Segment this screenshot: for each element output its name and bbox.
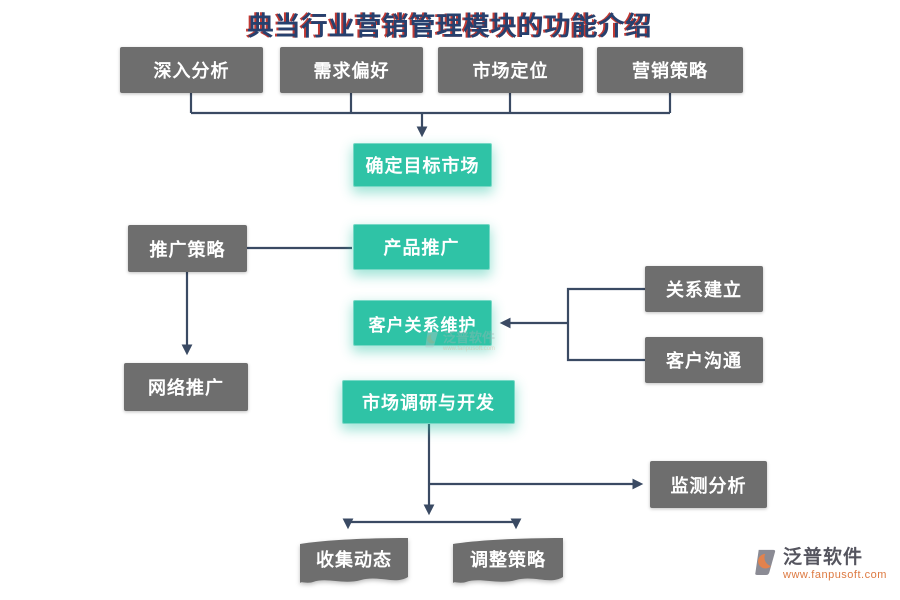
node-label: 网络推广 <box>148 378 224 398</box>
node-market-positioning: 市场定位 <box>438 47 583 93</box>
node-label: 监测分析 <box>670 475 747 496</box>
node-label: 产品推广 <box>383 238 460 258</box>
brand-text: 泛普软件 www.fanpusoft.com <box>783 548 887 581</box>
node-marketing-strategy: 营销策略 <box>597 47 743 93</box>
document-shape <box>453 538 563 583</box>
node-label: 确定目标市场 <box>365 156 480 176</box>
node-relationship-building: 关系建立 <box>645 266 763 312</box>
brand-name: 泛普软件 <box>783 547 864 568</box>
watermark-url: www.fanpusoft.com <box>443 346 496 352</box>
page-title: 典当行业营销管理模块的功能介绍 <box>247 11 653 41</box>
node-label: 推广策略 <box>149 239 226 260</box>
node-label: 客户关系维护 <box>368 315 477 335</box>
node-product-promotion: 产品推广 <box>353 224 490 270</box>
fanpu-logo-icon <box>755 549 776 575</box>
node-deep-analysis: 深入分析 <box>120 47 263 93</box>
node-label: 需求偏好 <box>313 61 390 81</box>
node-customer-communication: 客户沟通 <box>645 337 763 383</box>
node-label: 市场定位 <box>472 61 549 81</box>
node-network-promotion: 网络推广 <box>124 363 248 411</box>
node-label: 深入分析 <box>153 61 230 81</box>
node-adjust-strategy: 调整策略 <box>448 535 568 591</box>
node-label: 客户沟通 <box>666 351 742 371</box>
node-determine-target-market: 确定目标市场 <box>353 143 492 187</box>
node-demand-preference: 需求偏好 <box>280 47 423 93</box>
node-label: 关系建立 <box>666 280 742 300</box>
node-market-research-development: 市场调研与开发 <box>342 380 515 424</box>
fanpu-brand-logo: 泛普软件 www.fanpusoft.com <box>753 548 887 581</box>
node-label: 营销策略 <box>632 61 708 81</box>
connector-right-bracket <box>566 287 645 362</box>
node-customer-relationship-maintenance: 客户关系维护 <box>353 300 492 346</box>
document-shape <box>300 538 408 583</box>
brand-url: www.fanpusoft.com <box>783 569 887 581</box>
node-monitoring-analysis: 监测分析 <box>650 461 767 508</box>
node-label: 市场调研与开发 <box>362 393 495 413</box>
connector-top-fanin <box>189 93 672 115</box>
node-label: 调整策略 <box>470 550 546 570</box>
node-promotion-strategy: 推广策略 <box>128 225 247 272</box>
node-collect-dynamics: 收集动态 <box>295 535 413 591</box>
node-label: 收集动态 <box>316 550 392 570</box>
